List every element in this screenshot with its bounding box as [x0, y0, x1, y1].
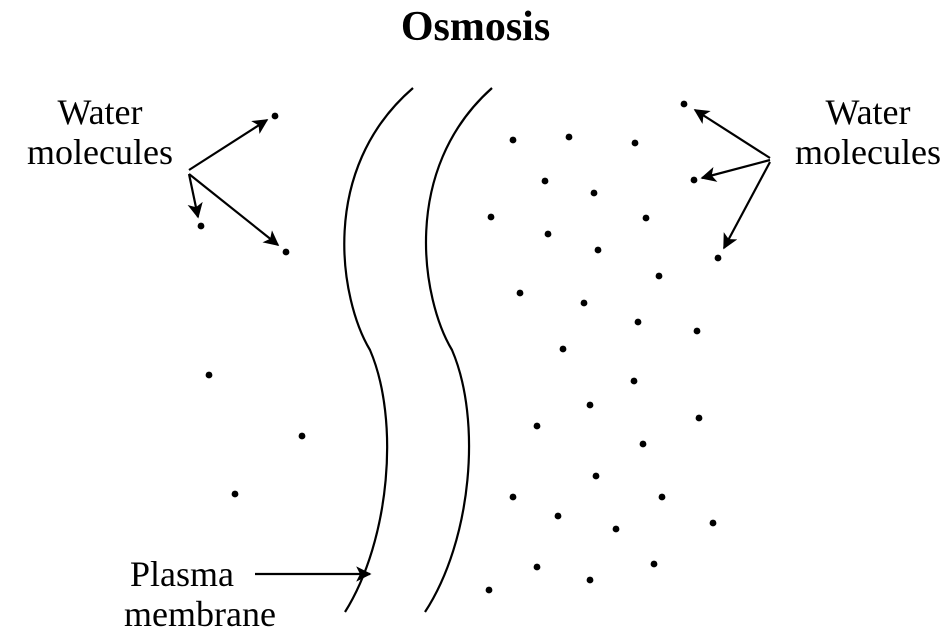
water-molecule	[659, 494, 666, 501]
label-line: Water	[10, 92, 190, 132]
arrow-to-molecule	[189, 120, 267, 170]
right-water-molecules-label: Water molecules	[778, 92, 951, 172]
arrow-to-molecule	[695, 110, 770, 158]
water-molecule	[681, 101, 688, 108]
water-molecule	[272, 113, 279, 120]
water-molecule	[542, 178, 549, 185]
label-line: molecules	[10, 132, 190, 172]
arrow-to-molecule	[702, 160, 770, 178]
water-molecule	[545, 231, 552, 238]
water-molecule	[534, 564, 541, 571]
water-molecule	[486, 587, 493, 594]
arrow-to-molecule	[189, 174, 278, 245]
water-molecule	[581, 300, 588, 307]
water-molecule	[198, 223, 205, 230]
left-water-molecules-label: Water molecules	[10, 92, 190, 172]
label-line: Plasma	[100, 554, 300, 594]
water-molecule	[640, 441, 647, 448]
water-molecule	[595, 247, 602, 254]
water-molecule	[283, 249, 290, 256]
water-molecule	[510, 494, 517, 501]
right-label-arrows	[695, 110, 770, 248]
water-molecule	[534, 423, 541, 430]
label-line: Water	[778, 92, 951, 132]
water-molecule	[696, 415, 703, 422]
water-molecule	[560, 346, 567, 353]
water-molecule	[555, 513, 562, 520]
water-molecule	[593, 473, 600, 480]
water-molecule	[591, 190, 598, 197]
water-molecule	[691, 177, 698, 184]
water-molecule	[587, 402, 594, 409]
water-molecule	[635, 319, 642, 326]
water-molecule	[715, 255, 722, 262]
water-molecule	[632, 140, 639, 147]
label-line: molecules	[778, 132, 951, 172]
water-molecule	[651, 561, 658, 568]
water-molecule	[517, 290, 524, 297]
membrane-outer-curve	[344, 88, 413, 612]
label-line: membrane	[100, 594, 300, 632]
water-molecule	[488, 214, 495, 221]
water-molecule	[656, 273, 663, 280]
water-molecule	[587, 577, 594, 584]
water-molecule	[299, 433, 306, 440]
membrane-inner-curve	[425, 88, 492, 612]
plasma-membrane-label: Plasma membrane	[100, 554, 300, 632]
water-molecule	[566, 134, 573, 141]
arrow-to-molecule	[724, 162, 770, 248]
water-molecule	[613, 526, 620, 533]
water-molecule	[232, 491, 239, 498]
water-molecule	[643, 215, 650, 222]
water-molecule	[510, 137, 517, 144]
water-molecule	[631, 378, 638, 385]
water-molecule	[694, 328, 701, 335]
right-water-molecules	[486, 101, 722, 594]
water-molecule	[206, 372, 213, 379]
left-water-molecules	[198, 113, 306, 498]
water-molecule	[710, 520, 717, 527]
